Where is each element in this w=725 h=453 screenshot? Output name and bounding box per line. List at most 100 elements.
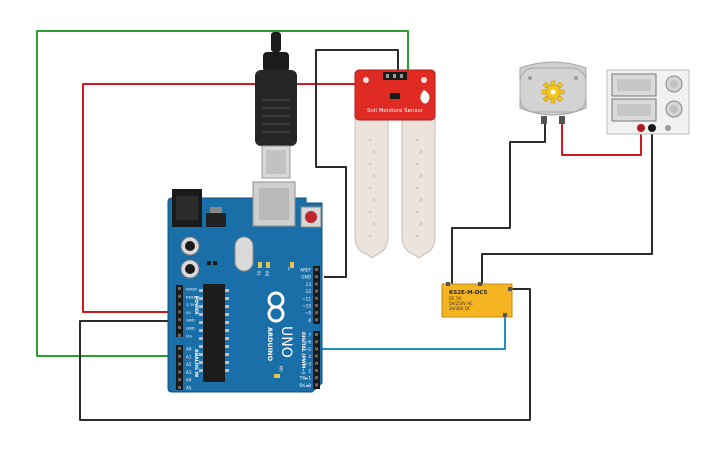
- sensor-probe-right: [401, 117, 436, 259]
- analog-pin[interactable]: [178, 362, 181, 366]
- arduino-model: UNO: [278, 326, 294, 358]
- arduino-brand: ARDUINO: [266, 327, 274, 362]
- analog-pin[interactable]: [178, 347, 181, 350]
- analog-pin-label: A5: [186, 386, 192, 391]
- digital-top-pin-label: 8: [308, 318, 311, 323]
- wire-black-gnd-to-relay[interactable]: [79, 288, 531, 421]
- digital-top-pin-label: 12: [306, 289, 312, 294]
- digital-header-top: [313, 266, 320, 324]
- analog-pin-label: A0: [186, 347, 192, 352]
- psu-terminal-positive[interactable]: [637, 124, 645, 132]
- usb-cable[interactable]: [255, 32, 297, 179]
- wire-black-relay-to-psu[interactable]: [481, 130, 653, 287]
- analog-header-label: ANALOG IN: [193, 349, 199, 377]
- digital-top-pin-label: ~11: [302, 296, 311, 301]
- sensor-label: Soil Moisture Sensor: [367, 108, 424, 114]
- digital-top-pin-label: AREF: [300, 268, 311, 273]
- flame-logo-icon: [420, 90, 430, 104]
- crystal-oscillator: [234, 236, 254, 272]
- wire-red-5v-to-sensor[interactable]: [82, 83, 390, 313]
- dc-motor[interactable]: [519, 61, 587, 124]
- power-pin[interactable]: [178, 326, 181, 329]
- analog-pin[interactable]: [178, 378, 181, 382]
- digital-top-pin[interactable]: [315, 304, 318, 307]
- digital-top-pin[interactable]: [315, 289, 318, 293]
- power-pin-label: 5V: [186, 310, 191, 315]
- soil-moisture-sensor[interactable]: Soil Moisture Sensor: [354, 69, 436, 259]
- analog-pin[interactable]: [178, 354, 181, 358]
- digital-pin-label: 7: [308, 333, 311, 338]
- relay-spec-line: 5A/250V AC: [449, 301, 473, 306]
- led-on-label: ON: [279, 366, 284, 372]
- power-pin[interactable]: [178, 310, 181, 314]
- analog-pin-label: A1: [186, 354, 192, 359]
- digital-pin[interactable]: [315, 347, 318, 351]
- analog-pin-label: A4: [186, 378, 192, 383]
- digital-pin-label: RX◄0: [299, 383, 311, 388]
- digital-pin-label: ~5: [305, 347, 312, 352]
- digital-pin-labels: 7 ~6 ~5 4 ~3 2TX►1RX◄0: [299, 333, 318, 388]
- relay-spec-line: DC 5V: [449, 296, 462, 301]
- relay-model: KS2E-M-DC5: [449, 290, 487, 296]
- digital-pin-label: TX►1: [299, 376, 312, 381]
- power-supply[interactable]: [606, 69, 690, 135]
- digital-pin[interactable]: [315, 369, 318, 372]
- power-pin[interactable]: [178, 294, 181, 298]
- digital-pin[interactable]: [315, 361, 318, 365]
- wire-black-gnd-to-sensor[interactable]: [315, 49, 399, 278]
- analog-pin-label: A3: [186, 370, 192, 375]
- wire-red-motor-to-psu[interactable]: [561, 122, 642, 156]
- wire-black-relay-to-motor[interactable]: [451, 124, 546, 287]
- digital-header-bottom: [313, 331, 320, 389]
- power-pin[interactable]: [178, 318, 181, 322]
- analog-pin-label: A2: [186, 362, 192, 367]
- power-pin[interactable]: [178, 287, 181, 290]
- power-pin[interactable]: [178, 302, 181, 306]
- digital-top-pin[interactable]: [315, 296, 318, 300]
- digital-pin-label: ~6: [305, 340, 312, 345]
- digital-pin[interactable]: [315, 383, 318, 387]
- psu-terminal-negative[interactable]: [648, 124, 656, 132]
- digital-top-pin[interactable]: [315, 318, 318, 322]
- power-header-label: POWER: [193, 296, 199, 315]
- digital-top-pin[interactable]: [315, 282, 318, 286]
- wires: [36, 30, 653, 421]
- wire-blue-d5-to-relay[interactable]: [322, 311, 506, 350]
- digital-pin[interactable]: [315, 376, 318, 380]
- digital-pin-label: ~3: [305, 361, 312, 366]
- digital-top-pin[interactable]: [315, 275, 318, 279]
- digital-top-pin[interactable]: [315, 311, 318, 315]
- power-pin-label: GND: [186, 318, 195, 323]
- relay-spec-line: 2A/30V DC: [449, 306, 471, 311]
- digital-top-pin-label: GND: [301, 275, 311, 280]
- digital-pin[interactable]: [315, 333, 318, 336]
- power-pin-label: IOREF: [186, 287, 197, 292]
- digital-top-pin-label: ~10: [302, 304, 311, 309]
- digital-top-pin[interactable]: [315, 268, 318, 271]
- led-l-label: L: [288, 266, 291, 271]
- power-pin[interactable]: [178, 333, 181, 337]
- led-rx-label: RX: [265, 270, 270, 276]
- digital-pin-label: 4: [308, 354, 311, 359]
- digital-top-pin-label: ~9: [305, 311, 312, 316]
- arduino-uno-board[interactable]: TX RX L ON ARDUINO UNO POWER ANALOG: [167, 181, 323, 393]
- analog-pin[interactable]: [178, 386, 181, 389]
- digital-pin[interactable]: [315, 354, 318, 358]
- analog-header: [176, 345, 183, 390]
- atmega-chip: [203, 284, 225, 382]
- digital-pin[interactable]: [315, 340, 318, 344]
- infinity-logo-icon: [267, 291, 285, 323]
- digital-pin-label: 2: [308, 369, 311, 374]
- power-pin-label: 3.3V: [186, 302, 195, 307]
- power-pin-label: RESET: [186, 294, 199, 299]
- analog-pin[interactable]: [178, 370, 181, 374]
- wire-green-a1-to-sensor[interactable]: [36, 30, 409, 357]
- led-tx-label: TX: [257, 271, 262, 277]
- power-pin-label: Vin: [186, 333, 193, 338]
